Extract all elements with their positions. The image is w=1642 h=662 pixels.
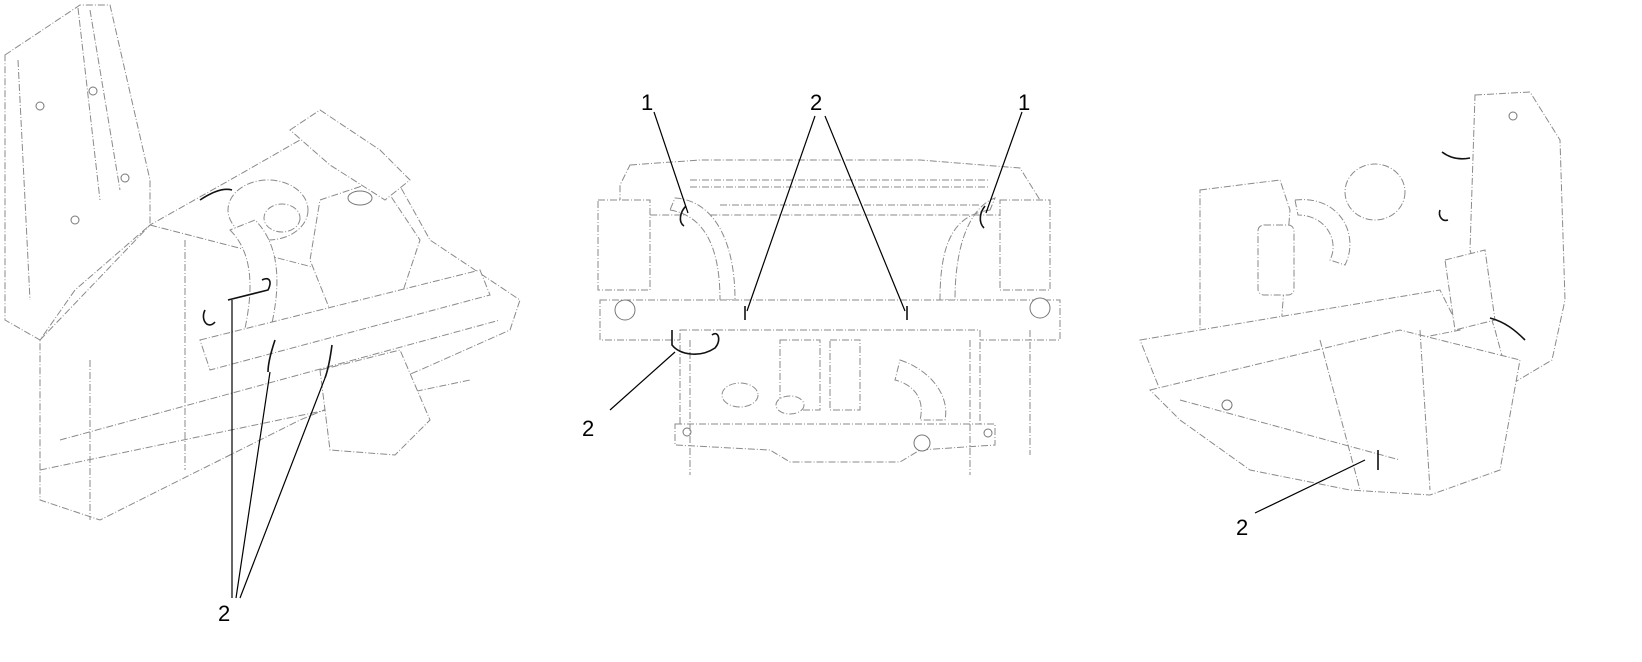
- callout-label-1-center-right: 1: [1018, 90, 1031, 115]
- callout-label-2-left: 2: [218, 601, 231, 626]
- callout-label-2-center-top: 2: [810, 90, 823, 115]
- right-isometric-view: [1139, 91, 1566, 514]
- callout-label-2-center-bottom: 2: [582, 416, 595, 441]
- callout-label-1-center-left: 1: [641, 90, 654, 115]
- callout-label-2-right: 2: [1236, 515, 1249, 540]
- left-isometric-view: [4, 4, 521, 599]
- center-front-view: [597, 111, 1061, 475]
